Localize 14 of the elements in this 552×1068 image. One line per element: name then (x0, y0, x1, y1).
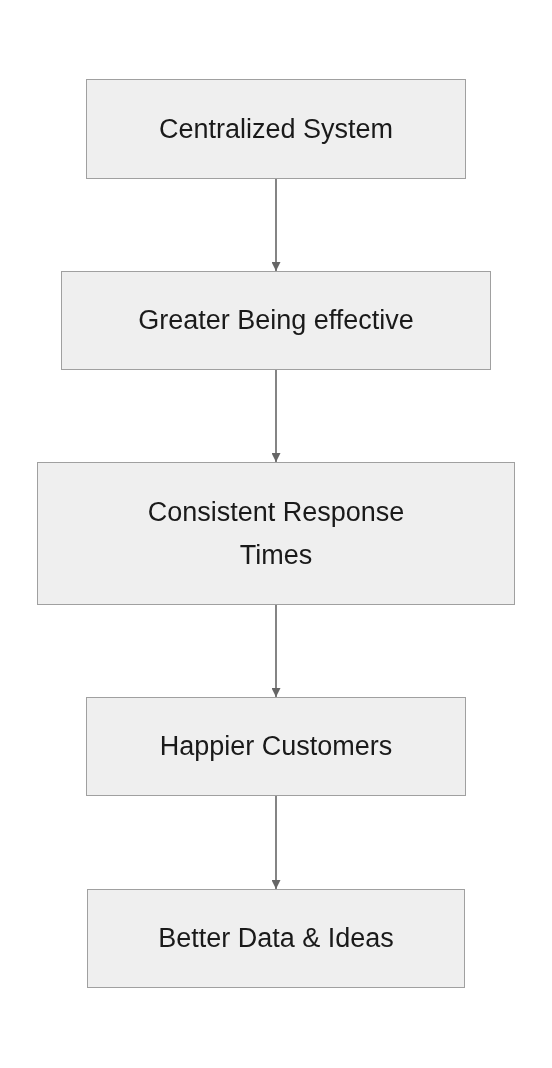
process-box (87, 889, 465, 988)
process-box (86, 79, 466, 179)
node-label: Consistent Response Times (146, 495, 406, 572)
process-box (61, 271, 491, 370)
arrow (271, 795, 281, 890)
node-label: Greater Being effective (138, 304, 414, 337)
process-box (37, 462, 515, 605)
arrow (271, 178, 281, 272)
process-box (86, 697, 466, 796)
node-label: Happier Customers (159, 730, 393, 763)
node-label: Better Data & Ideas (158, 922, 394, 955)
arrow (271, 369, 281, 463)
node-label: Centralized System (158, 112, 394, 146)
arrow (271, 604, 281, 698)
